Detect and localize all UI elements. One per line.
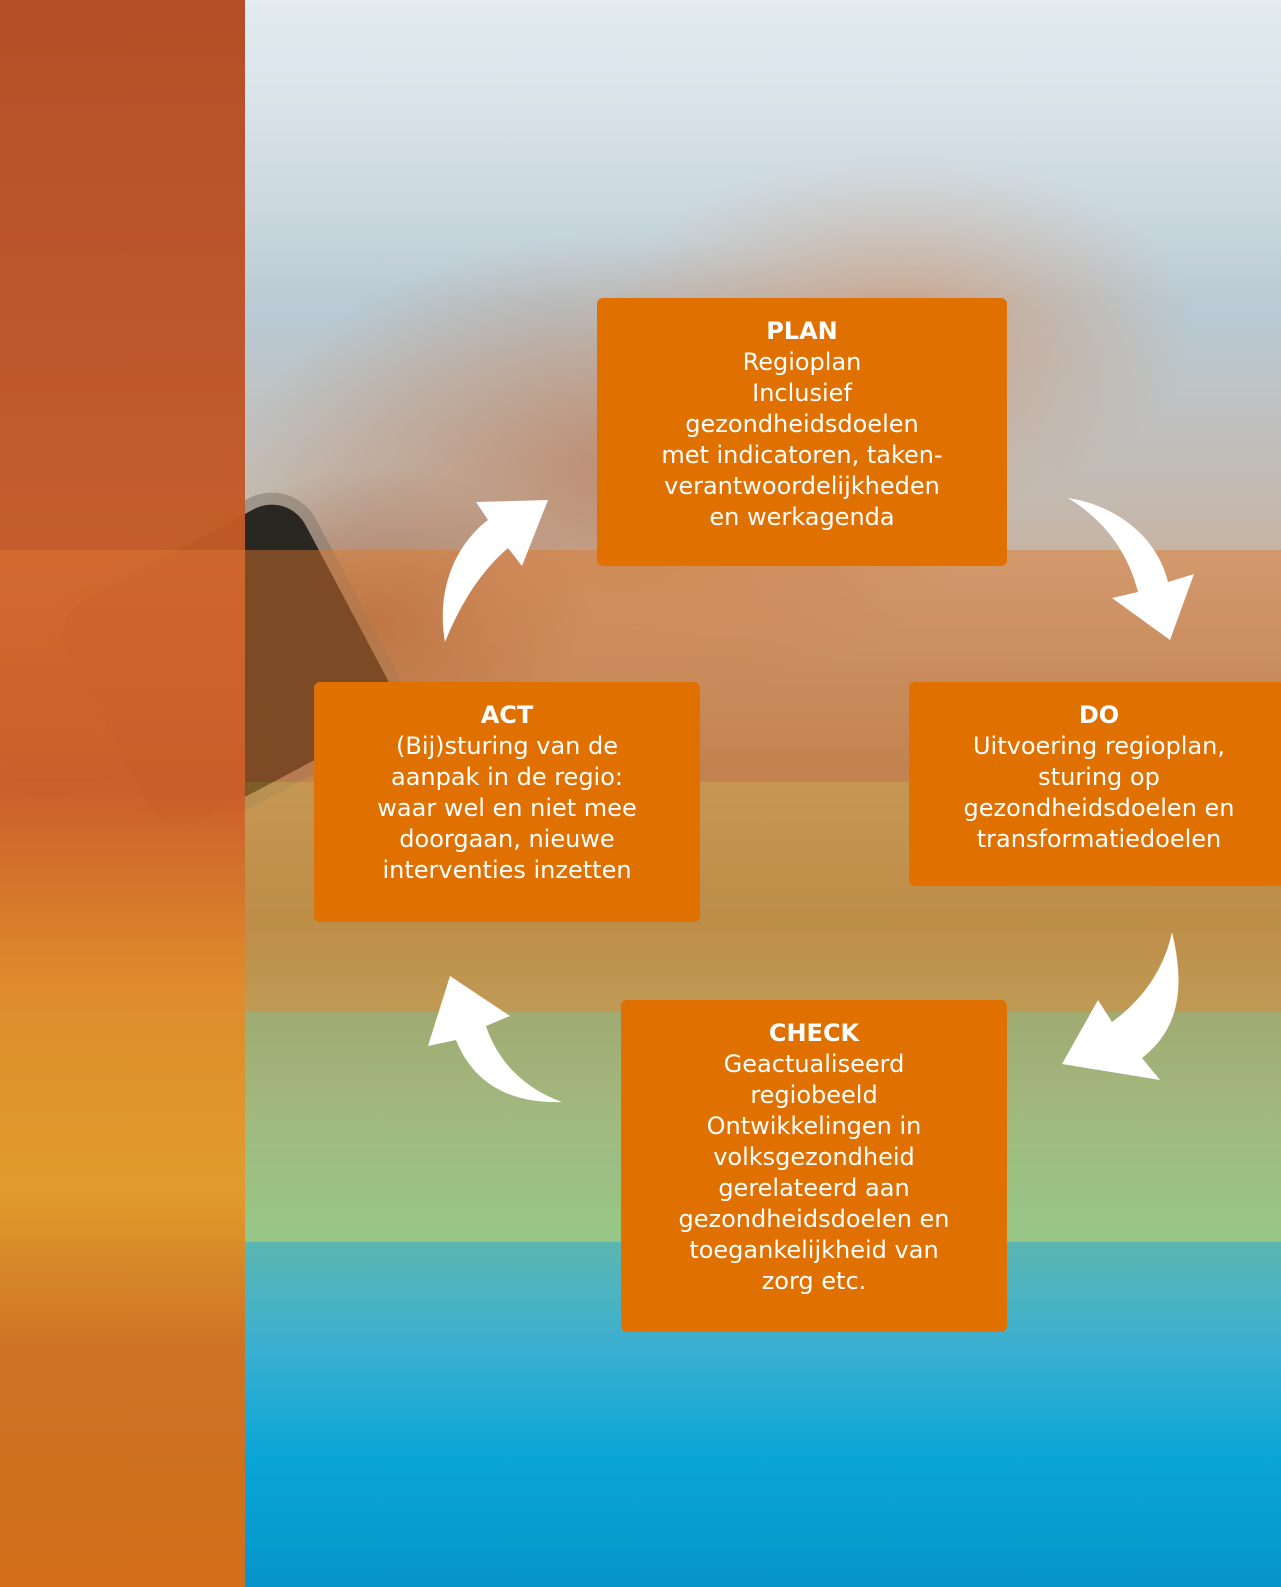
check-title: CHECK: [768, 1019, 860, 1047]
check-line: toegankelijkheid van: [689, 1236, 939, 1264]
check-box: CHECK Geactualiseerd regiobeeld Ontwikke…: [621, 1000, 1007, 1332]
do-line: gezondheidsdoelen en: [963, 794, 1235, 822]
do-line: transformatiedoelen: [976, 825, 1222, 853]
curved-arrow-icon: [442, 500, 548, 642]
curved-arrow-icon: [428, 976, 562, 1103]
check-line: gerelateerd aan: [718, 1174, 910, 1202]
check-line: regiobeeld: [750, 1081, 878, 1109]
plan-line: gezondheidsdoelen: [685, 410, 919, 438]
plan-line: en werkagenda: [709, 503, 895, 531]
check-line: Ontwikkelingen in: [706, 1112, 922, 1140]
do-line: Uitvoering regioplan,: [972, 732, 1226, 760]
plan-line: Regioplan: [742, 348, 862, 376]
plan-line: verantwoordelijkheden: [664, 472, 940, 500]
act-line: interventies inzetten: [382, 856, 632, 884]
act-line: doorgaan, nieuwe: [399, 825, 615, 853]
plan-box: PLAN Regioplan Inclusief gezondheidsdoel…: [597, 298, 1007, 566]
do-box: DO Uitvoering regioplan, sturing op gezo…: [909, 682, 1281, 886]
act-line: aanpak in de regio:: [390, 763, 623, 791]
check-line: Geactualiseerd: [723, 1050, 905, 1078]
check-line: zorg etc.: [761, 1267, 867, 1295]
act-line: waar wel en niet mee: [377, 794, 637, 822]
do-line: sturing op: [1038, 763, 1160, 791]
curved-arrow-icon: [1062, 932, 1179, 1080]
act-line: (Bij)sturing van de: [395, 732, 618, 760]
check-line: gezondheidsdoelen en: [678, 1205, 950, 1233]
act-title: ACT: [480, 701, 534, 729]
plan-title: PLAN: [766, 317, 838, 345]
check-line: volksgezondheid: [713, 1143, 915, 1171]
curved-arrow-icon: [1068, 498, 1194, 640]
act-box: ACT (Bij)sturing van de aanpak in de reg…: [314, 682, 700, 922]
plan-line: met indicatoren, taken-: [661, 441, 943, 469]
background-haze: [245, 0, 1281, 300]
left-strip-shade: [0, 0, 245, 550]
do-title: DO: [1078, 701, 1120, 729]
left-color-strip: [0, 0, 245, 1587]
plan-line: Inclusief: [752, 379, 852, 407]
